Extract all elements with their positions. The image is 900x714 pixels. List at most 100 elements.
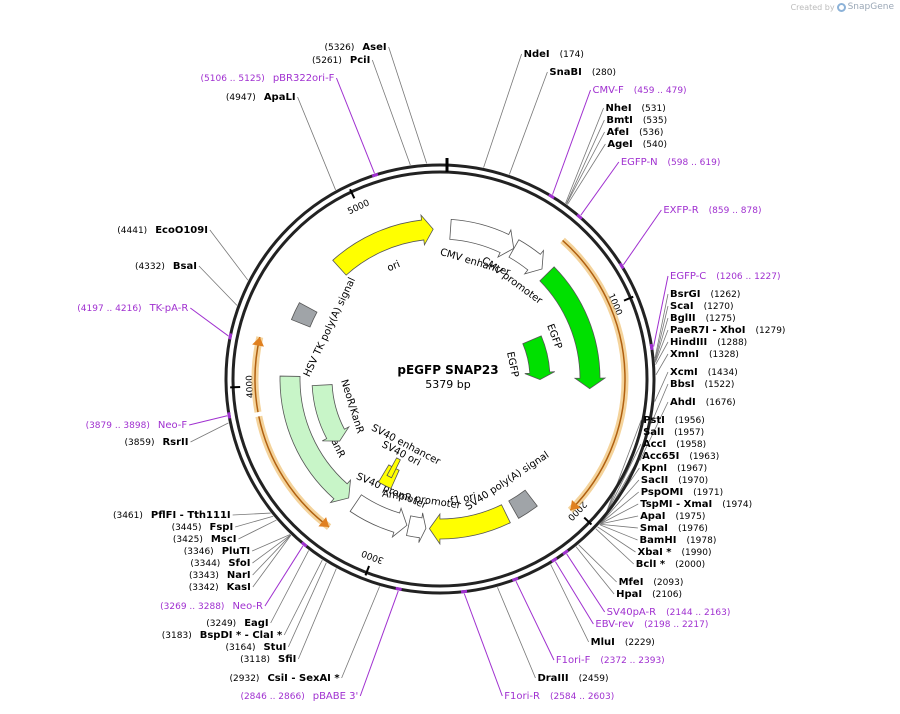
site-position: (535) <box>643 116 667 126</box>
site-callout <box>575 546 615 595</box>
site-label: PspOMI(1971) <box>641 487 723 498</box>
site-label: PluTI(3346) <box>184 546 250 557</box>
site-label: AseI(5326) <box>324 42 386 53</box>
site-label: NarI(3343) <box>189 570 251 581</box>
primer-mark <box>300 541 308 548</box>
site-position: (1970) <box>678 476 708 486</box>
primer-label: EGFP-C(1206 .. 1227) <box>670 271 781 282</box>
site-name: PflFI - Tth111I <box>151 510 231 521</box>
site-callout <box>597 526 636 553</box>
site-callout <box>371 59 411 166</box>
primer-label: pBABE 3' (2846 .. 2866) <box>240 691 358 702</box>
primer-label: Neo-F(3879 .. 3898) <box>86 420 188 431</box>
site-label: BglII(1275) <box>670 313 736 324</box>
site-callout <box>654 317 669 362</box>
site-label: NheI(531) <box>606 103 666 114</box>
site-callout <box>283 559 323 636</box>
site-callout <box>341 586 380 679</box>
site-position: (540) <box>643 140 667 150</box>
site-position: (3425) <box>173 535 203 545</box>
site-label: BclI *(2000) <box>636 559 705 570</box>
feature-arrow-neor-kanr <box>311 384 350 442</box>
site-position: (1522) <box>704 380 734 390</box>
site-position: (1958) <box>676 440 706 450</box>
site-name: SfoI <box>228 558 250 569</box>
primer-label: F1ori-F(2372 .. 2393) <box>556 655 665 666</box>
site-position: (2093) <box>653 578 683 588</box>
site-position: (1328) <box>709 350 739 360</box>
feature-label: f1 ori <box>450 491 478 507</box>
site-label: BbsI(1522) <box>670 379 734 390</box>
primer-mark <box>460 589 468 594</box>
site-callout <box>600 479 640 524</box>
primer-name: Neo-R <box>232 601 263 612</box>
site-label: NdeI(174) <box>524 49 584 60</box>
primer-label: CMV-F(459 .. 479) <box>593 85 687 96</box>
site-position: (3118) <box>240 655 270 665</box>
site-position: (1676) <box>706 398 736 408</box>
site-position: (3164) <box>226 643 256 653</box>
primer-callout <box>622 209 662 266</box>
scale-tick <box>349 188 356 199</box>
feature-arrow-cmv-promoter <box>508 239 544 275</box>
site-label: FspI(3445) <box>172 522 234 533</box>
primer-label: EBV-rev(2198 .. 2217) <box>595 619 708 630</box>
site-position: (3461) <box>113 511 143 521</box>
site-callout <box>550 564 590 643</box>
primer-position: (3269 .. 3288) <box>160 602 224 612</box>
site-name: SacII <box>641 475 668 486</box>
site-position: (174) <box>560 50 584 60</box>
primer-callout <box>653 275 669 347</box>
primer-position: (598 .. 619) <box>668 158 721 168</box>
site-name: SnaBI <box>549 67 581 78</box>
site-callout <box>600 503 639 525</box>
site-name: BsrGI <box>670 289 700 300</box>
feature-label: EGFP <box>544 323 563 351</box>
site-position: (2459) <box>579 674 609 684</box>
site-callout <box>483 53 522 168</box>
site-position: (1974) <box>722 500 752 510</box>
primer-mark <box>227 412 232 419</box>
site-position: (3183) <box>162 631 192 641</box>
site-name: SalI <box>643 427 664 438</box>
primer-name: EGFP-C <box>670 271 706 282</box>
feature-arrow-neor-kanr <box>279 375 352 504</box>
site-callout <box>238 519 277 540</box>
site-name: EagI <box>244 618 268 629</box>
site-position: (531) <box>642 104 666 114</box>
plasmid-size: 5379 bp <box>425 378 470 391</box>
credit-prefix: Created by <box>790 2 835 12</box>
backbone-inner-ring <box>231 170 649 588</box>
site-name: AgeI <box>607 139 632 150</box>
site-name: AhdI <box>670 397 696 408</box>
primer-mark <box>228 333 233 340</box>
site-label: SfiI(3118) <box>240 654 296 665</box>
site-label: MscI(3425) <box>173 534 236 545</box>
primer-label: EXFP-R(859 .. 878) <box>663 205 761 216</box>
primer-label: TK-pA-R(4197 .. 4216) <box>77 303 188 314</box>
site-callout <box>252 534 291 564</box>
site-label: ApaLI(4947) <box>226 92 296 103</box>
feature-arrow-sv40-enhancer <box>386 457 401 479</box>
feature-arrow-sv40-promoter <box>349 494 408 539</box>
site-label: DraIII(2459) <box>537 673 608 684</box>
feature-arrow-f1-ori <box>428 504 511 546</box>
primer-name: EGFP-N <box>621 157 658 168</box>
site-position: (4441) <box>117 226 147 236</box>
site-position: (2000) <box>675 560 705 570</box>
primer-position: (2846 .. 2866) <box>240 692 304 702</box>
site-callout <box>565 107 604 204</box>
primer-mark <box>618 262 625 270</box>
site-position: (1971) <box>693 488 723 498</box>
scale-tick <box>583 516 593 526</box>
primer-label: pBR322ori-F(5106 .. 5125) <box>201 73 335 84</box>
primer-name: pBABE 3' <box>313 691 359 702</box>
primer-position: (2198 .. 2217) <box>644 620 708 630</box>
feature-arrow-egfp <box>539 266 607 390</box>
site-position: (2229) <box>625 638 655 648</box>
site-position: (1963) <box>689 452 719 462</box>
site-callout <box>599 524 638 541</box>
site-name: MluI <box>591 637 615 648</box>
site-position: (1279) <box>756 326 786 336</box>
site-label: PflFI - Tth111I (3461) <box>113 510 231 521</box>
